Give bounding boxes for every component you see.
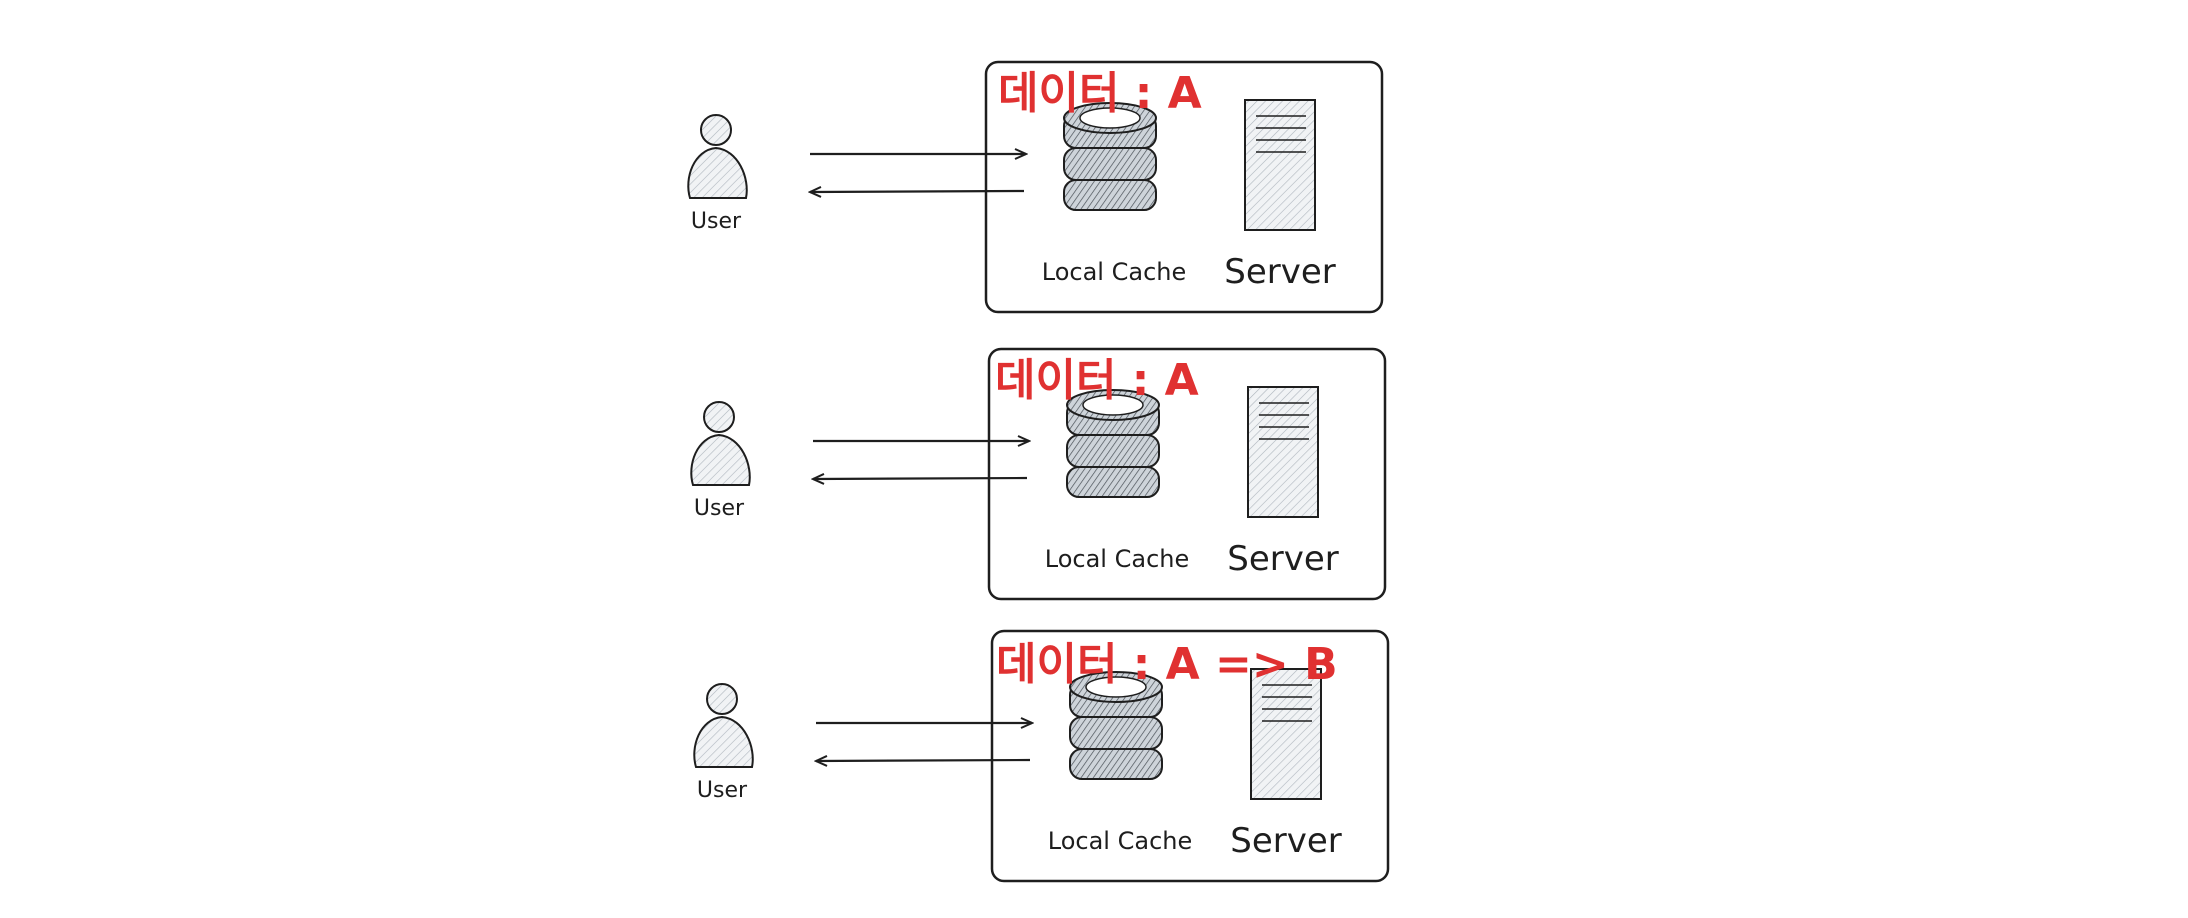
system-box [984, 60, 1384, 314]
data-label: 데이터 : A [995, 355, 1199, 406]
panel-2: User Local Cache Server 데이터 : A [690, 347, 1387, 601]
server-label: Server [1224, 252, 1336, 292]
database-icon [1069, 671, 1163, 780]
cache-label: Local Cache [1045, 545, 1189, 573]
panel-1: User Local Cache Server 데이터 : A [687, 60, 1384, 314]
cache-label: Local Cache [1048, 827, 1192, 855]
user-icon [690, 401, 751, 486]
response-arrow [813, 478, 1028, 479]
server-label: Server [1230, 821, 1342, 861]
user-label: User [691, 209, 742, 234]
user-icon [693, 683, 754, 768]
user-label: User [694, 496, 745, 521]
server-label: Server [1227, 539, 1339, 579]
cache-label: Local Cache [1042, 258, 1186, 286]
user-icon [687, 114, 748, 199]
server-icon [1250, 668, 1322, 800]
panel-3: User Local Cache Server 데이터 : A => B [693, 629, 1390, 883]
user-label: User [697, 778, 748, 803]
data-label: 데이터 : A [998, 68, 1202, 119]
server-icon [1244, 99, 1316, 231]
system-box [987, 347, 1387, 601]
data-label: 데이터 : A => B [996, 639, 1338, 690]
database-icon [1063, 102, 1157, 211]
system-box [990, 629, 1390, 883]
response-arrow [816, 760, 1031, 761]
response-arrow [810, 191, 1025, 192]
database-icon [1066, 389, 1160, 498]
server-icon [1247, 386, 1319, 518]
